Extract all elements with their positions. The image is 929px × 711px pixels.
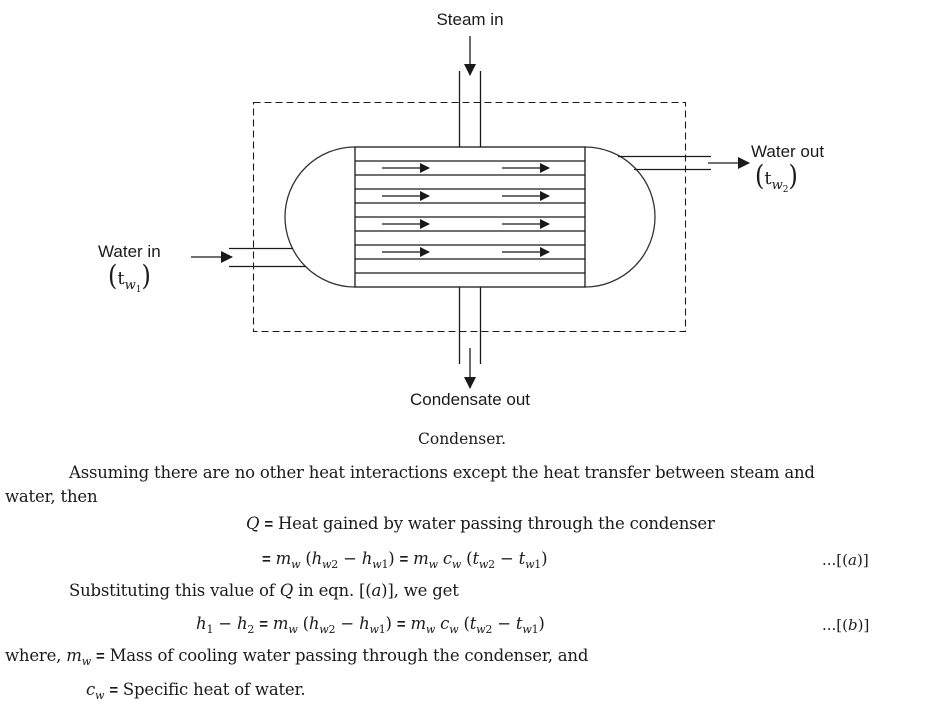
equation-b-tag: ...[(b)]: [822, 616, 870, 634]
tube-flow-arrows: [382, 163, 550, 257]
paragraph-1-line-1: Assuming there are no other heat interac…: [69, 463, 815, 482]
left-head: [284, 146, 356, 288]
tube-lines: [355, 160, 585, 274]
paragraph-1-line-2: water, then: [5, 487, 98, 506]
where-mw-definition: where, mw = Mass of cooling water passin…: [5, 646, 589, 668]
water-outlet-pipe: [618, 155, 711, 171]
equation-a-tag: ...[(a)]: [822, 551, 869, 569]
figure-caption: Condenser.: [418, 430, 507, 448]
water-in-temperature: (tw1): [108, 259, 151, 295]
water-out-label: Water out: [751, 142, 824, 161]
where-cw-definition: cw = Specific heat of water.: [86, 680, 306, 702]
steam-inlet-pipe: [458, 71, 482, 147]
water-in-label: Water in: [98, 242, 161, 261]
water-inlet-pipe: [229, 247, 306, 268]
steam-in-label: Steam in: [436, 10, 503, 29]
q-definition: Q = Heat gained by water passing through…: [246, 514, 715, 533]
paragraph-2: Substituting this value of Q in eqn. [(a…: [69, 581, 459, 600]
water-out-temperature: (tw2): [755, 159, 798, 195]
right-head: [584, 146, 656, 288]
equation-b: h1 − h2 = mw (hw2 − hw1) = mw cw (tw2 − …: [196, 614, 545, 636]
control-volume-boundary: [252, 101, 687, 333]
condensate-out-label: Condensate out: [410, 390, 530, 409]
condensate-outlet-pipe: [458, 287, 482, 364]
equation-a: = mw (hw2 − hw1) = mw cw (tw2 − tw1): [262, 549, 548, 571]
condenser-diagram: Steam in Water out Water in Condensate o…: [98, 10, 824, 409]
